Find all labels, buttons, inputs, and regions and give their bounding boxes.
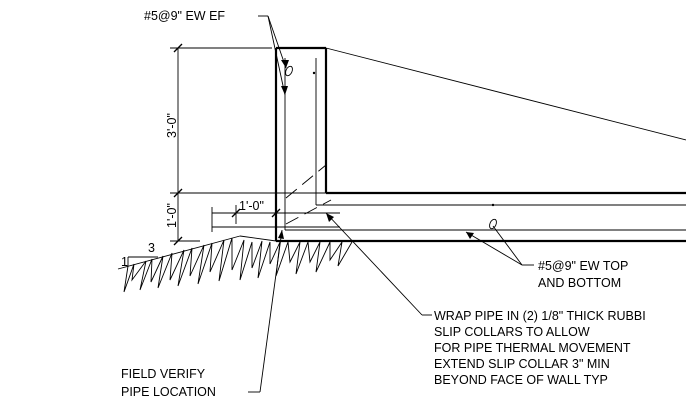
- corner-bar-dashed: [285, 199, 332, 225]
- callout-field-verify: FIELD VERIFY PIPE LOCATION: [121, 229, 284, 399]
- hatch-pattern: [123, 237, 353, 293]
- leader-arrow: [466, 232, 474, 239]
- note-wrap-3: FOR PIPE THERMAL MOVEMENT: [434, 341, 631, 355]
- rebar-dot: [312, 71, 316, 75]
- leader-arrow: [278, 230, 284, 239]
- leader-line: [325, 212, 423, 316]
- grade-line-slope: [117, 235, 241, 270]
- dimensions: 3'-0" 1'-0" 1'-0": [165, 43, 686, 246]
- callout-slab-rebar: #5@9" EW TOP AND BOTTOM: [465, 225, 628, 290]
- callout-wrap-pipe: WRAP PIPE IN (2) 1/8" THICK RUBBI SLIP C…: [325, 212, 646, 387]
- dim-tick: [173, 236, 183, 246]
- dim-slab-depth: 1'-0": [165, 203, 179, 228]
- note-wrap-1: WRAP PIPE IN (2) 1/8" THICK RUBBI: [434, 309, 646, 323]
- note-slab-rebar-1: #5@9" EW TOP: [538, 259, 628, 273]
- leader-arrow: [281, 60, 289, 68]
- leader-line: [492, 225, 523, 266]
- note-top-rebar: #5@9" EW EF: [144, 9, 225, 23]
- note-field-1: FIELD VERIFY: [121, 367, 206, 381]
- leader-line: [267, 15, 286, 96]
- slope-rise: 1: [121, 255, 128, 269]
- leader-arrow: [326, 213, 334, 222]
- note-slab-rebar-2: AND BOTTOM: [538, 276, 621, 290]
- corner-bar-dashed: [285, 164, 327, 199]
- note-wrap-4: EXTEND SLIP COLLAR 3" MIN: [434, 357, 610, 371]
- slope-run: 3: [148, 241, 155, 255]
- leader-line: [259, 229, 283, 393]
- dim-tick: [271, 208, 281, 218]
- rebar-oval-wall: [285, 65, 293, 77]
- leader-line: [267, 15, 287, 69]
- leader-arrow: [281, 86, 288, 95]
- note-wrap-5: BEYOND FACE OF WALL TYP: [434, 373, 608, 387]
- reinforcement: [284, 58, 686, 231]
- earth-hatch: 1 3: [117, 235, 355, 293]
- dim-tick: [231, 208, 241, 218]
- concrete-outline: [274, 46, 686, 243]
- note-wrap-2: SLIP COLLARS TO ALLOW: [434, 325, 590, 339]
- wall-slope-line: [325, 47, 686, 141]
- leader-line: [465, 231, 523, 266]
- dim-tick: [173, 188, 183, 198]
- rebar-dot: [491, 203, 495, 207]
- dim-tick: [173, 43, 183, 53]
- rebar-oval-slab: [489, 218, 497, 230]
- grade-line: [239, 235, 277, 242]
- note-field-2: PIPE LOCATION: [121, 385, 216, 399]
- dim-pipe-offset: 1'-0": [239, 199, 264, 213]
- callout-top-rebar: #5@9" EW EF: [144, 9, 289, 96]
- dim-wall-height: 3'-0": [165, 113, 179, 138]
